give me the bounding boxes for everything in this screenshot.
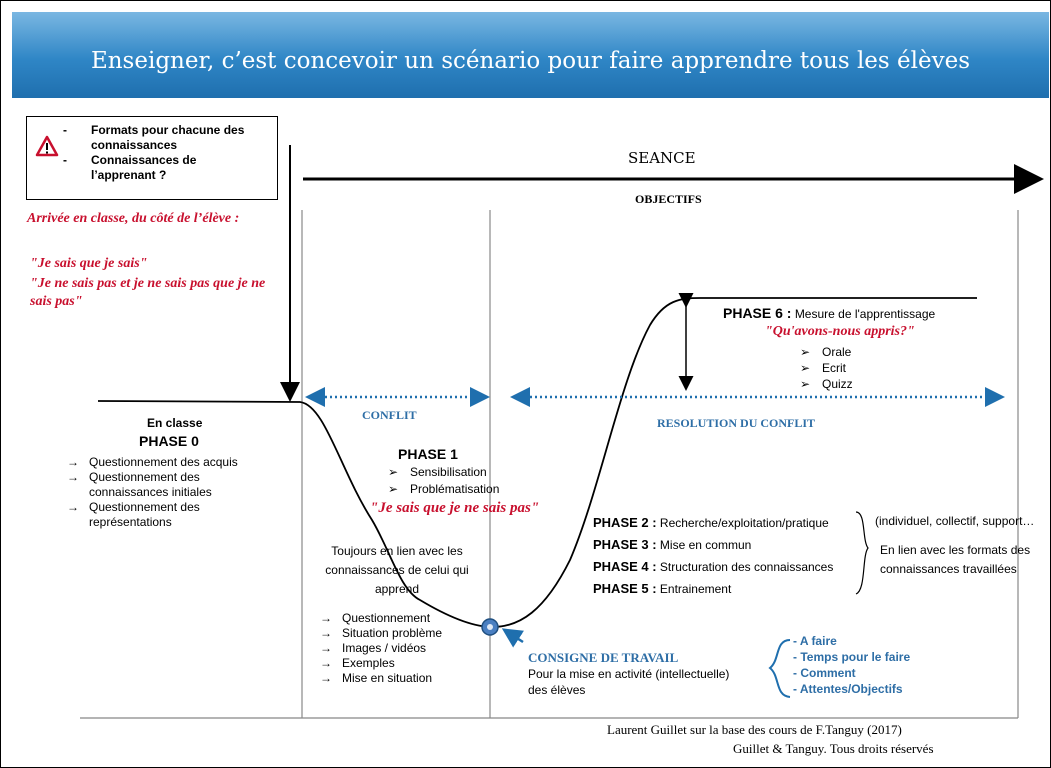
warning-icon: [35, 135, 59, 157]
list-item: →Questionnement des représentations: [67, 500, 200, 529]
consigne-text: Pour la mise en activité (intellectuelle…: [528, 667, 730, 697]
title-banner: Enseigner, c’est concevoir un scénario p…: [12, 12, 1049, 98]
list-item: ➢Ecrit: [800, 361, 846, 375]
list-item: →Images / vidéos: [320, 641, 427, 655]
list-item: PHASE 3 : Mise en commun: [593, 537, 752, 552]
list-item: ➢Orale: [800, 345, 852, 359]
list-item: →Mise en situation: [320, 671, 433, 685]
phase1-quote: "Je sais que je ne sais pas": [370, 500, 540, 516]
list-item: PHASE 2 : Recherche/exploitation/pratiqu…: [593, 515, 829, 530]
phase-note-1: (individuel, collectif, support…: [875, 514, 1035, 528]
slide-title: Enseigner, c’est concevoir un scénario p…: [90, 48, 971, 74]
list-item: - A faire: [793, 634, 837, 648]
warning-item-learner: Connaissances de l’apprenant ?: [91, 153, 197, 182]
phase0-title: PHASE 0: [139, 433, 199, 449]
phase6-quote: "Qu'avons-nous appris?": [765, 324, 915, 339]
list-item: ➢Problématisation: [388, 482, 500, 496]
consigne-list: - A faire - Temps pour le faire - Commen…: [793, 633, 910, 697]
list-item: →Questionnement des connaissances initia…: [67, 470, 212, 499]
phase6-list: ➢Orale ➢Ecrit ➢Quizz: [800, 344, 853, 392]
warning-item-formats: Formats pour chacune des connaissances: [91, 123, 245, 152]
list-item: PHASE 5 : Entrainement: [593, 581, 732, 596]
conflit-label: CONFLIT: [362, 408, 417, 422]
phase0-intro: En classe: [147, 416, 203, 430]
phase0-list: →Questionnement des acquis →Questionneme…: [67, 455, 277, 530]
objectifs-label: OBJECTIFS: [635, 192, 702, 206]
phase-note-2: En lien avec les formats des connaissanc…: [880, 543, 1031, 576]
credits-line-2: Guillet & Tanguy. Tous droits réservés: [733, 741, 934, 756]
tools-list: →Questionnement →Situation problème →Ima…: [320, 611, 442, 686]
list-item: - Attentes/Objectifs: [793, 682, 903, 696]
phases-list: PHASE 2 : Recherche/exploitation/pratiqu…: [593, 512, 833, 600]
list-item: ➢Sensibilisation: [388, 465, 487, 479]
arrival-quote-2-line-1: "Je ne sais pas et je ne sais pas que je…: [30, 276, 266, 291]
seance-label: SEANCE: [628, 149, 696, 167]
list-item: →Situation problème: [320, 626, 443, 640]
list-item: - Temps pour le faire: [793, 650, 911, 664]
consigne-title: CONSIGNE DE TRAVAIL: [528, 650, 679, 665]
credits-line-1: Laurent Guillet sur la base des cours de…: [607, 722, 902, 737]
list-item: ➢Quizz: [800, 377, 853, 391]
phase1-title: PHASE 1: [398, 446, 458, 462]
warning-box: - Formats pour chacune des connaissances…: [26, 116, 278, 200]
list-item: →Exemples: [320, 656, 395, 670]
phase6-heading: PHASE 6 : Mesure de l'apprentissage: [723, 305, 936, 321]
arrival-heading: Arrivée en classe, du côté de l’élève :: [27, 211, 240, 226]
link-text: Toujours en lien avec les connaissances …: [325, 544, 469, 596]
arrival-quote-1: "Je sais que je sais": [30, 256, 148, 271]
list-item: →Questionnement: [320, 611, 431, 625]
resolution-label: RESOLUTION DU CONFLIT: [657, 416, 816, 430]
list-item: →Questionnement des acquis: [67, 455, 238, 469]
list-item: - Comment: [793, 666, 856, 680]
arrival-quote-2-line-2: sais pas": [30, 294, 83, 309]
phase1-list: ➢Sensibilisation ➢Problématisation: [388, 465, 499, 497]
list-item: PHASE 4 : Structuration des connaissance…: [593, 559, 834, 574]
